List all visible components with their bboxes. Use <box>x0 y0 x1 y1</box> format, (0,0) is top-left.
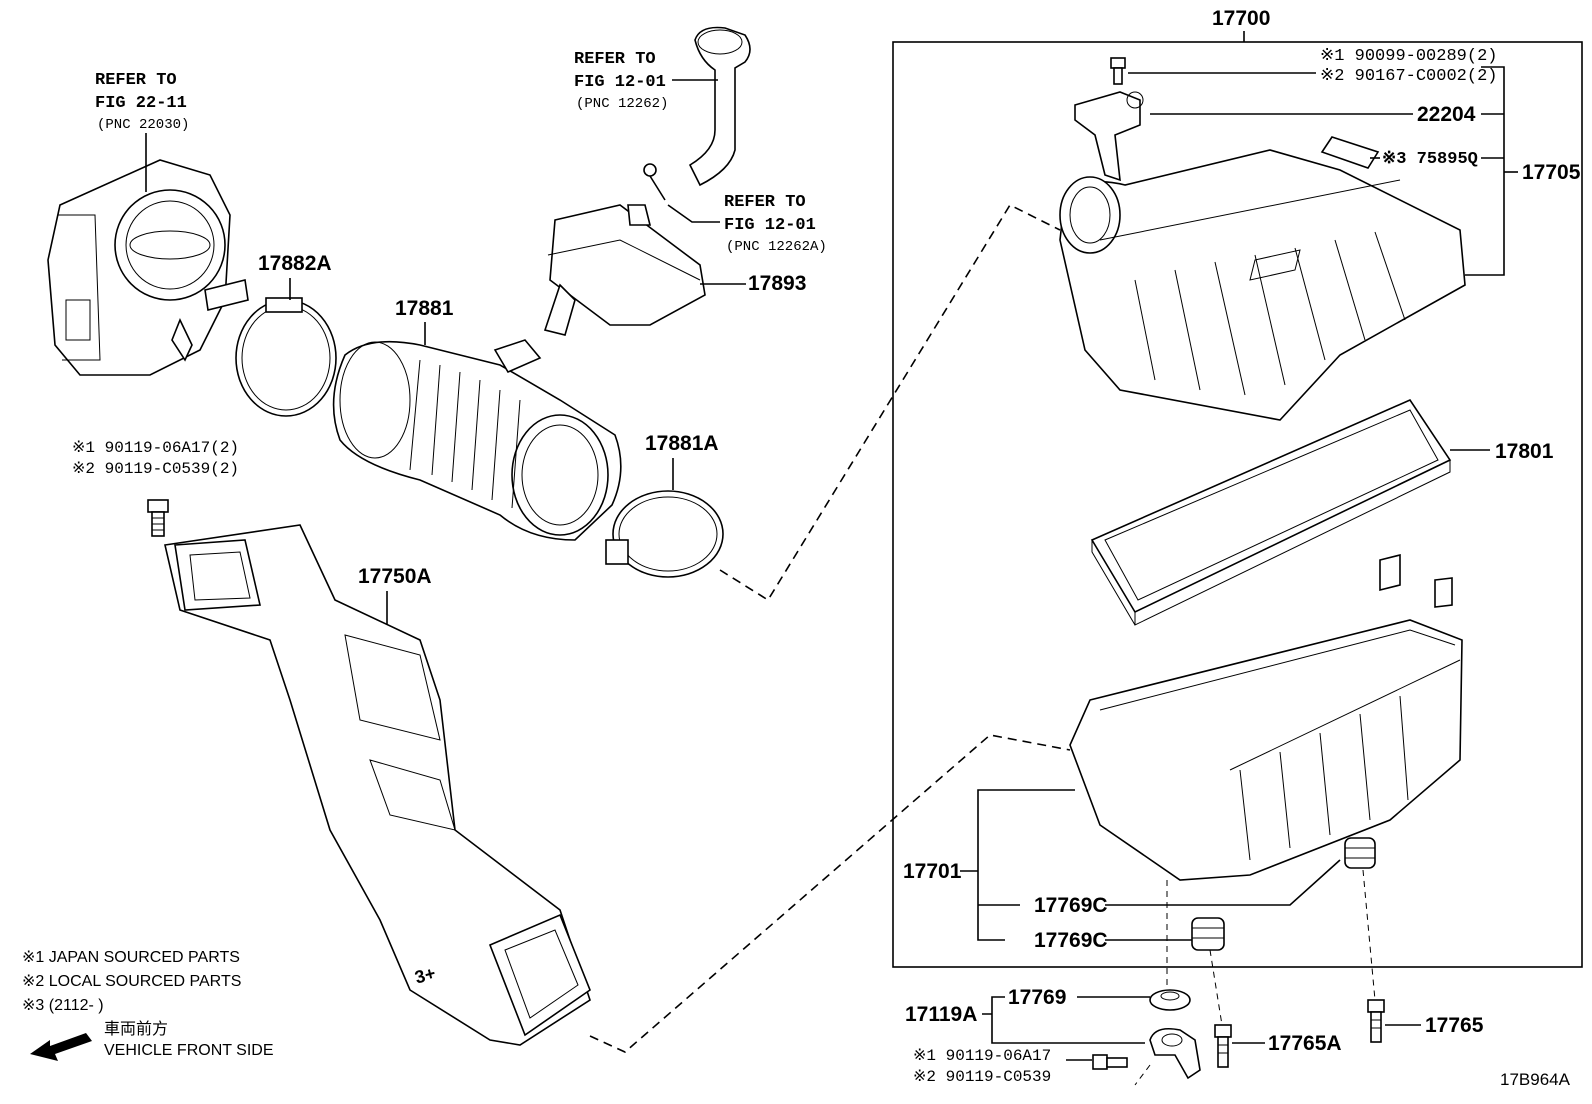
bracket-17705 <box>1465 66 1505 276</box>
ref-throttle-line1: REFER TO <box>95 71 177 90</box>
dash-vertical-2 <box>1209 949 1223 1026</box>
front-direction-jp: 車両前方 <box>104 1020 168 1038</box>
ref-hose-line2: FIG 12-01 <box>574 73 666 92</box>
part-17881a[interactable]: 17881A <box>645 432 719 455</box>
throttle-reference: REFER TO FIG 22-11 (PNC 22030) <box>95 71 189 192</box>
front-arrow-icon <box>30 1033 92 1061</box>
ref-clip-line2: FIG 12-01 <box>724 216 816 235</box>
legend-note-3: ※3 (2112- ) <box>22 997 104 1014</box>
bolt-left-2[interactable]: ※2 90119-C0539(2) <box>72 460 239 478</box>
front-direction-en: VEHICLE FRONT SIDE <box>104 1042 274 1059</box>
left-bolt-illustration <box>147 499 169 537</box>
part-17705[interactable]: 17705 <box>1522 161 1581 184</box>
bracket-17119a-illustration <box>1149 1027 1201 1080</box>
pin-17765-illustration <box>1367 999 1385 1043</box>
bracket-17119a <box>982 996 1145 1044</box>
part-17119a[interactable]: 17119A <box>905 1003 977 1026</box>
air-filter-17801-illustration <box>1090 398 1452 626</box>
assembly-number[interactable]: 17700 <box>1212 7 1270 30</box>
part-22204[interactable]: 22204 <box>1417 103 1476 126</box>
bolt-left-1[interactable]: ※1 90119-06A17(2) <box>72 439 239 457</box>
dashed-link-lower <box>589 734 1071 1053</box>
ref-throttle-line2: FIG 22-11 <box>95 94 187 113</box>
clamp-17881a-illustration <box>605 490 724 578</box>
grommet-right-illustration <box>1344 837 1376 869</box>
part-17765[interactable]: 17765 <box>1425 1014 1484 1037</box>
part-17893[interactable]: 17893 <box>748 272 806 295</box>
clamp-17882a-illustration <box>235 297 337 417</box>
part-17701[interactable]: 17701 <box>903 860 962 883</box>
legend: ※1 JAPAN SOURCED PARTS ※2 LOCAL SOURCED … <box>22 949 274 1061</box>
bolt-top-2[interactable]: ※2 90167-C0002(2) <box>1320 67 1497 86</box>
ref-hose-line3[interactable]: (PNC 12262) <box>576 96 668 112</box>
bracket-17701 <box>960 789 1075 941</box>
bolt-bottom-2[interactable]: ※2 90119-C0539 <box>913 1068 1051 1086</box>
clip-reference: REFER TO FIG 12-01 (PNC 12262A) <box>667 193 827 255</box>
intake-hose-17881-illustration <box>332 339 622 541</box>
assembly-frame <box>892 41 1583 968</box>
air-duct-17750a-illustration: 3+ <box>164 524 591 1046</box>
legend-note-2: ※2 LOCAL SOURCED PARTS <box>22 973 241 990</box>
caution-label-illustration <box>1320 136 1380 169</box>
part-17750a[interactable]: 17750A <box>358 565 432 588</box>
mass-air-flow-sensor-illustration <box>1074 57 1144 182</box>
ref-throttle-line3[interactable]: (PNC 22030) <box>97 117 189 133</box>
grommet-left-illustration <box>1191 917 1225 951</box>
part-17881[interactable]: 17881 <box>395 297 454 320</box>
part-17769[interactable]: 17769 <box>1008 986 1066 1009</box>
figure-code: 17B964A <box>1500 1070 1571 1089</box>
ref-clip-line3[interactable]: (PNC 12262A) <box>726 239 827 255</box>
bolt-top-1[interactable]: ※1 90099-00289(2) <box>1320 47 1497 66</box>
dash-vertical-4 <box>1134 1064 1151 1086</box>
bottom-bolt-illustration <box>1092 1054 1128 1070</box>
pin-17765a-illustration <box>1214 1024 1232 1068</box>
lower-air-cleaner-case-illustration <box>1069 553 1463 881</box>
dashed-link-upper <box>719 203 1061 602</box>
ref-clip-line1: REFER TO <box>724 193 806 212</box>
label-75895q[interactable]: ※3 75895Q <box>1382 150 1478 169</box>
throttle-body-illustration <box>47 159 249 376</box>
part-17882a[interactable]: 17882A <box>258 252 332 275</box>
part-17769c-a[interactable]: 17769C <box>1034 894 1108 917</box>
washer-17769-illustration <box>1149 989 1191 1011</box>
part-17765a[interactable]: 17765A <box>1268 1032 1342 1055</box>
resonator-17893-illustration <box>543 204 706 336</box>
part-17801[interactable]: 17801 <box>1495 440 1554 463</box>
dash-vertical-3 <box>1362 869 1376 1001</box>
ref-hose-line1: REFER TO <box>574 50 656 69</box>
upper-air-cleaner-case-illustration <box>1059 149 1466 421</box>
hose-reference: REFER TO FIG 12-01 (PNC 12262) <box>574 50 718 112</box>
breather-hose-illustration <box>643 26 751 201</box>
bolt-bottom-1[interactable]: ※1 90119-06A17 <box>913 1047 1051 1065</box>
legend-note-1: ※1 JAPAN SOURCED PARTS <box>22 949 240 966</box>
part-17769c-b[interactable]: 17769C <box>1034 929 1108 952</box>
